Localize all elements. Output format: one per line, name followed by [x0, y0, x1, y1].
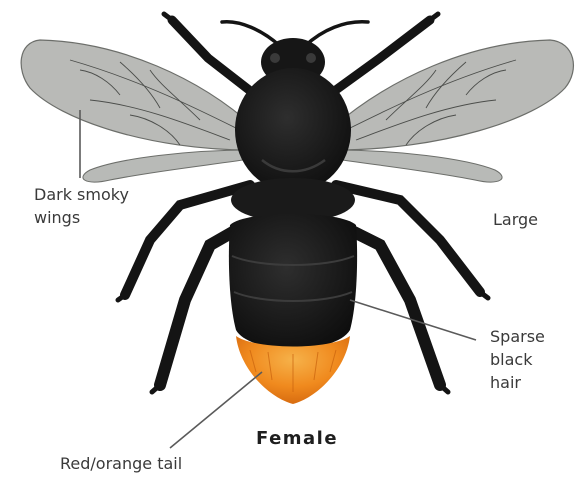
leader-line-tail — [170, 372, 262, 448]
left-wing — [21, 40, 256, 182]
label-hair-line1: Sparse — [490, 325, 545, 348]
label-hair: Sparse black hair — [490, 325, 545, 394]
right-wing — [330, 40, 573, 182]
thorax — [231, 68, 355, 222]
label-wings: Dark smoky wings — [34, 183, 129, 229]
abdomen — [229, 214, 357, 349]
label-hair-line2: black — [490, 348, 545, 371]
label-size: Large — [493, 208, 538, 231]
label-wings-line1: Dark smoky — [34, 183, 129, 206]
label-tail: Red/orange tail — [60, 452, 182, 475]
label-hair-line3: hair — [490, 371, 545, 394]
label-sex: Female — [256, 427, 338, 450]
label-wings-line2: wings — [34, 206, 129, 229]
